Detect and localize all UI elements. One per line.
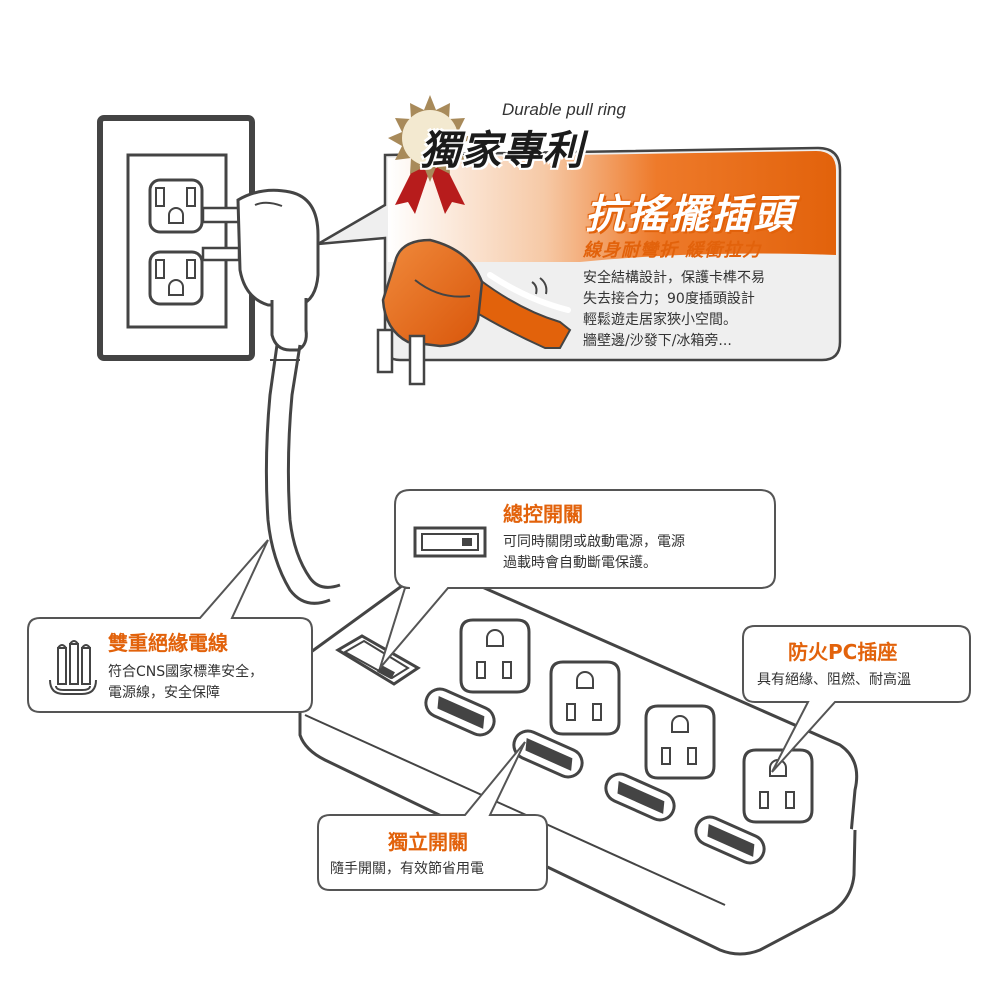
power-strip	[292, 570, 859, 956]
strip-outlet-1	[459, 618, 531, 694]
cord-text: 符合CNS國家標準安全， 電源線，安全保障	[108, 662, 263, 704]
master-switch-card	[379, 489, 776, 669]
pc-outlet-line: 具有絕緣、阻燃、耐高溫	[757, 672, 911, 688]
wall-plug	[201, 188, 320, 352]
strip-switch-3	[604, 772, 676, 822]
strip-outlet-2	[549, 660, 621, 736]
master-switch-text: 可同時關閉或啟動電源，電源 過載時會自動斷電保護。	[503, 532, 685, 574]
cord-line: 電源線，安全保障	[108, 685, 220, 701]
feature-description-line: 安全結構設計，保護卡榫不易	[583, 270, 765, 286]
individual-switch-line: 隨手開關，有效節省用電	[330, 861, 484, 877]
feature-description-line: 輕鬆遊走居家狹小空間。	[583, 312, 737, 328]
rocker-switch-icon	[413, 526, 487, 558]
strip-master-switch	[335, 634, 421, 686]
feature-description: 安全結構設計，保護卡榫不易 失去接合力；90度插頭設計 輕鬆遊走居家狹小空間。 …	[583, 268, 833, 352]
pc-outlet-title: 防火PC插座	[788, 640, 898, 664]
strip-switch-2	[512, 729, 584, 779]
pc-outlet-card	[742, 625, 971, 773]
feature-title: 抗搖擺插頭	[585, 192, 795, 238]
cord-line: 符合CNS國家標準安全，	[108, 664, 264, 680]
master-switch-line: 過載時會自動斷電保護。	[503, 555, 657, 571]
master-switch-title: 總控開關	[503, 502, 583, 526]
power-cord	[264, 344, 341, 605]
individual-switch-card	[317, 741, 548, 891]
master-switch-line: 可同時關閉或啟動電源，電源	[503, 534, 685, 550]
badge-title: 獨家專利	[420, 128, 584, 174]
feature-subtitle: 線身耐彎折 緩衝拉力	[583, 240, 762, 261]
cord-title: 雙重絕緣電線	[108, 631, 228, 655]
feature-description-line: 失去接合力；90度插頭設計	[583, 291, 755, 307]
cord-card	[27, 539, 313, 713]
strip-switch-1	[424, 687, 496, 737]
feature-description-line: 牆壁邊/沙發下/冰箱旁...	[583, 333, 732, 349]
badge-tagline: Durable pull ring	[502, 100, 626, 119]
cable-insulation-icon	[49, 640, 97, 695]
pc-outlet-text: 具有絕緣、阻燃、耐高溫	[757, 670, 911, 691]
strip-switch-4	[694, 815, 766, 865]
strip-outlet-3	[644, 704, 716, 780]
angled-plug-closeup	[376, 238, 572, 386]
wall-outlet	[97, 115, 255, 361]
individual-switch-text: 隨手開關，有效節省用電	[330, 859, 484, 880]
individual-switch-title: 獨立開關	[388, 830, 468, 854]
award-rosette-icon	[388, 95, 472, 214]
